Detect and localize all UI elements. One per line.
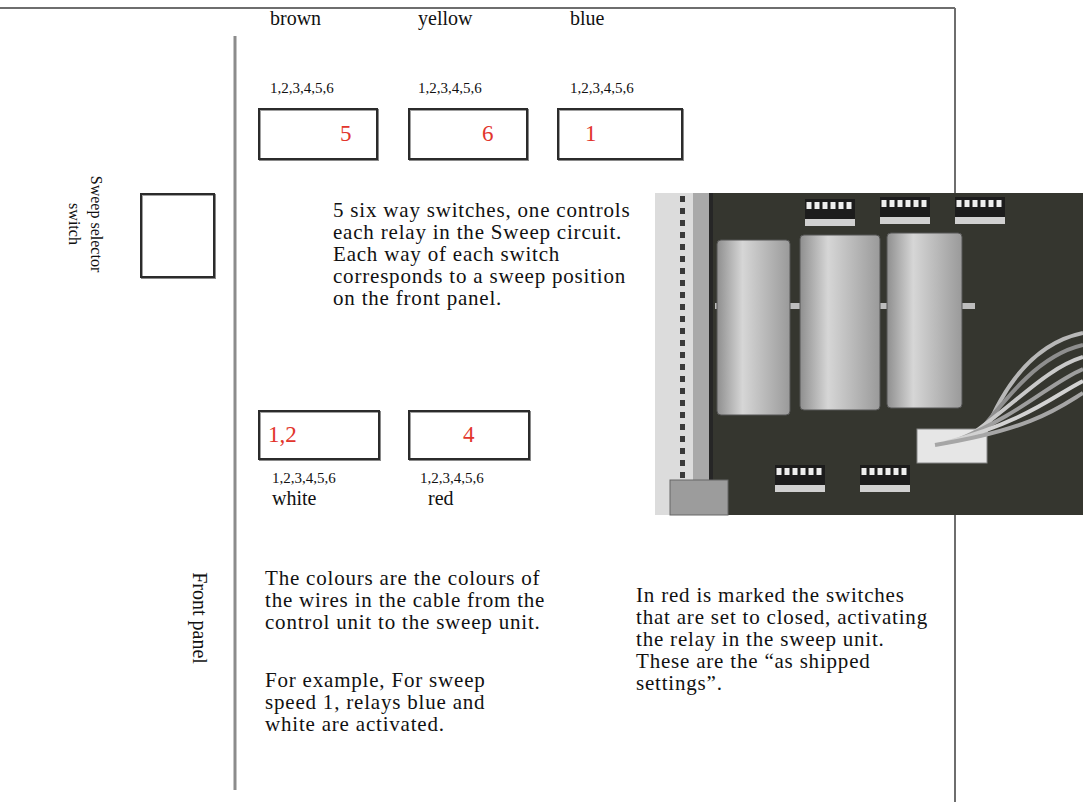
text-slot: 1,2,3,4,5,6 <box>420 469 484 487</box>
dip-body <box>860 465 910 485</box>
dip-switch-box: 1,21,2,3,4,5,6white <box>258 410 380 460</box>
switch-positions: 1,2,3,4,5,6 <box>270 79 334 97</box>
switch-positions: 1,2,3,4,5,6 <box>420 469 484 487</box>
relay <box>887 233 962 408</box>
dip-levers <box>775 465 823 485</box>
relay <box>717 240 790 415</box>
dip-switch-box: yellow1,2,3,4,5,66 <box>408 108 528 160</box>
text-slot: 6 <box>482 122 494 146</box>
text-slot: 1,2,3,4,5,6 <box>272 469 336 487</box>
switch-positions: 1,2,3,4,5,6 <box>570 79 634 97</box>
dip-label-strip <box>805 219 855 226</box>
text-slot: yellow <box>418 7 472 29</box>
text-slot: 1 <box>585 122 597 146</box>
closed-position: 1,2 <box>268 423 297 447</box>
wire-colour: white <box>272 487 316 509</box>
rail-holes <box>677 193 685 515</box>
switch-positions: 1,2,3,4,5,6 <box>418 79 482 97</box>
connector <box>670 480 728 515</box>
dip-body <box>775 465 825 485</box>
wire-colour: red <box>428 487 454 509</box>
text-slot: The colours are the colours of the wires… <box>265 567 570 633</box>
dip-switch-box: blue1,2,3,4,5,61 <box>557 108 683 160</box>
rail-edge <box>693 193 709 515</box>
text-slot: 1,2 <box>268 423 297 447</box>
dip-body <box>880 197 930 217</box>
text-slot: In red is marked the switches that are s… <box>636 584 928 694</box>
wire-colour: blue <box>570 7 604 29</box>
text-slot: 5 <box>340 122 352 146</box>
wire-colour: yellow <box>418 7 472 29</box>
frame-top <box>0 7 955 9</box>
dip-body <box>955 197 1005 217</box>
photo-ground <box>655 193 1083 515</box>
text-slot: 4 <box>463 423 475 447</box>
dip-switch <box>805 199 855 226</box>
example-note: For example, For sweep speed 1, relays b… <box>265 669 535 735</box>
dip-body <box>805 199 855 219</box>
wire-colour: brown <box>270 7 321 29</box>
closed-position: 1 <box>585 122 597 146</box>
dip-label-strip <box>775 485 825 492</box>
explanation-note: The colours are the colours of the wires… <box>265 567 570 633</box>
text-slot: 1,2,3,4,5,6 <box>570 79 634 97</box>
explanation-note: 5 six way switches, one controls each re… <box>333 199 643 309</box>
selector-switch-box: Sweep selector switch <box>140 193 215 278</box>
circuit-board <box>713 193 1083 515</box>
closed-position: 4 <box>463 423 475 447</box>
dip-levers <box>860 465 908 485</box>
cable-wire <box>945 381 1083 443</box>
dip-label-strip <box>860 485 910 492</box>
text-slot: Sweep selector switch <box>63 168 107 280</box>
text-slot: brown <box>270 7 321 29</box>
rack-rail <box>655 193 693 515</box>
text-slot: 1,2,3,4,5,6 <box>418 79 482 97</box>
relay <box>800 235 880 410</box>
text-slot: white <box>272 487 316 509</box>
dip-label-strip <box>880 217 930 224</box>
text-slot: 1,2,3,4,5,6 <box>270 79 334 97</box>
dip-switch <box>775 465 825 492</box>
text-slot: Front panel <box>189 543 211 693</box>
settings-note: In red is marked the switches that are s… <box>636 584 928 694</box>
circuit-photo <box>655 193 1083 515</box>
dip-levers <box>805 199 853 219</box>
dip-switch-box: brown1,2,3,4,5,65 <box>258 108 378 160</box>
dip-switch <box>860 465 910 492</box>
closed-position: 6 <box>482 122 494 146</box>
text-slot: 5 six way switches, one controls each re… <box>333 199 643 309</box>
divider-line <box>234 36 237 790</box>
switch-positions: 1,2,3,4,5,6 <box>272 469 336 487</box>
closed-position: 5 <box>340 122 352 146</box>
dip-switch <box>880 197 930 224</box>
dip-switch-box: 41,2,3,4,5,6red <box>408 410 530 460</box>
text-slot: For example, For sweep speed 1, relays b… <box>265 669 535 735</box>
panel-label: Front panel <box>189 543 211 693</box>
dip-levers <box>955 197 1003 217</box>
text-slot: red <box>428 487 454 509</box>
switch-caption: Sweep selector switch <box>63 168 107 280</box>
dip-label-strip <box>955 217 1005 224</box>
dip-switch <box>955 197 1005 224</box>
cable-wire <box>935 393 1083 445</box>
text-slot: blue <box>570 7 604 29</box>
dip-levers <box>880 197 928 217</box>
